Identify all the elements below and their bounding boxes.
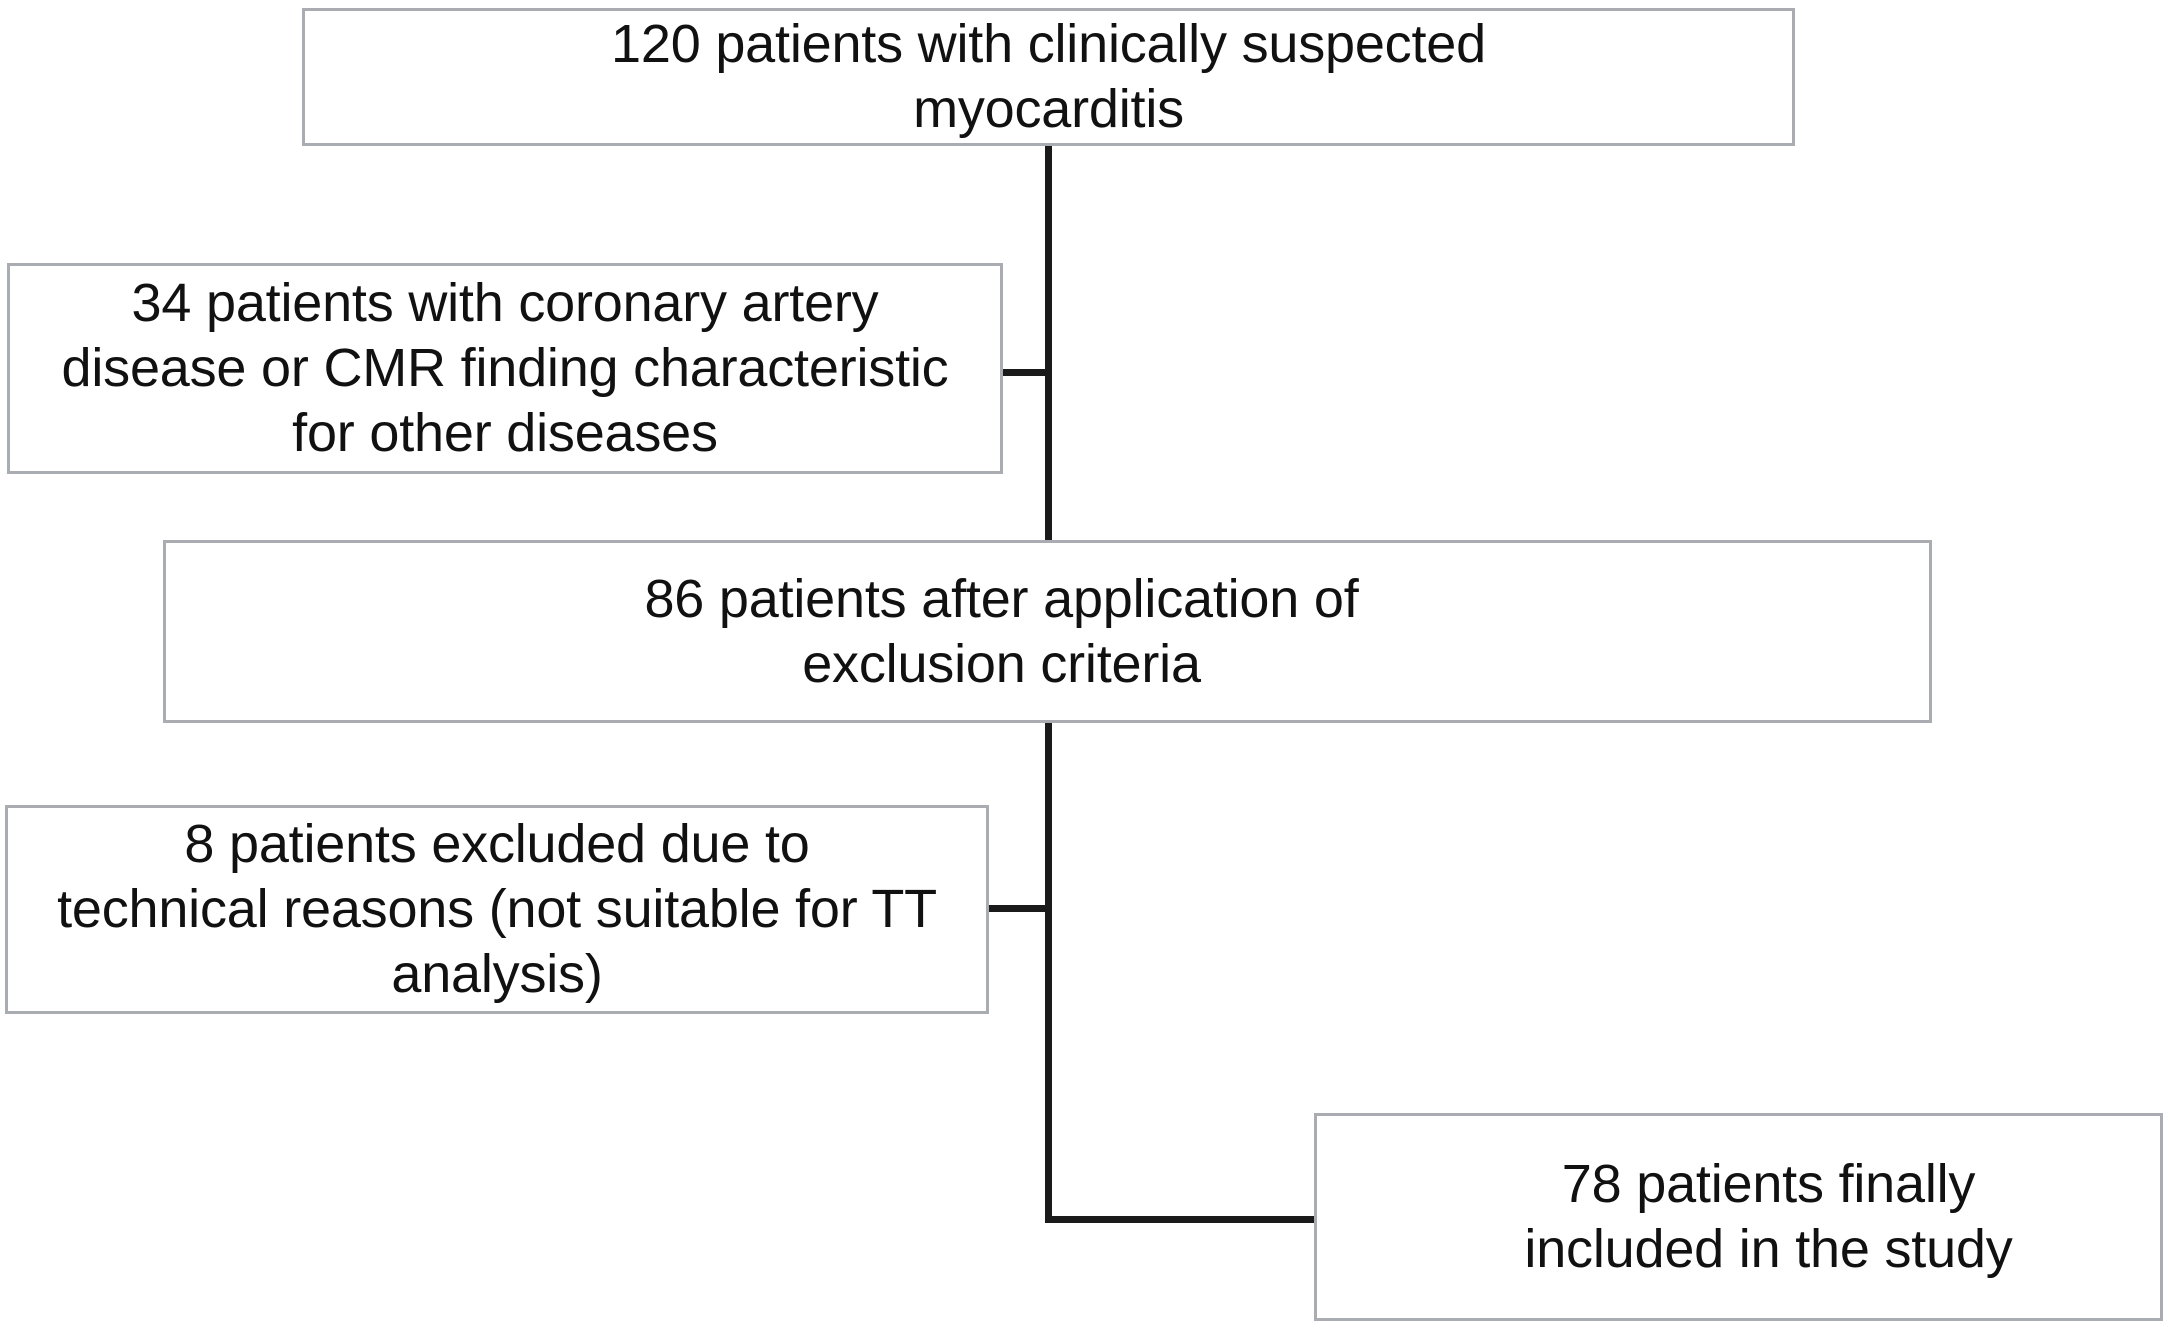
connector-to-included-box: [1045, 1216, 1320, 1223]
flowchart-node-enrolled-label: 120 patients with clinically suspected m…: [611, 14, 1486, 139]
flowchart-node-excluded-cad-label: 34 patients with coronary artery disease…: [61, 273, 949, 463]
flowchart-node-included-label: 78 patients finally included in the stud…: [1524, 1154, 2013, 1279]
flowchart-node-after-exclusion-label: 86 patients after application of exclusi…: [644, 568, 1359, 694]
flowchart-node-included: 78 patients finally included in the stud…: [1314, 1113, 2163, 1321]
flowchart-node-enrolled: 120 patients with clinically suspected m…: [302, 8, 1795, 146]
flowchart-node-excluded-technical-label: 8 patients excluded due to technical rea…: [57, 814, 937, 1004]
flowchart-node-excluded-technical: 8 patients excluded due to technical rea…: [5, 805, 989, 1014]
connector-to-cad-exclusion-box: [1000, 369, 1052, 376]
flowchart-node-after-exclusion: 86 patients after application of exclusi…: [163, 540, 1932, 723]
flowchart-node-excluded-cad: 34 patients with coronary artery disease…: [7, 263, 1003, 474]
connector-to-technical-exclusion-box: [986, 905, 1052, 912]
diagram-title: Study enrollment flow diagram: [0, 0, 1, 1]
